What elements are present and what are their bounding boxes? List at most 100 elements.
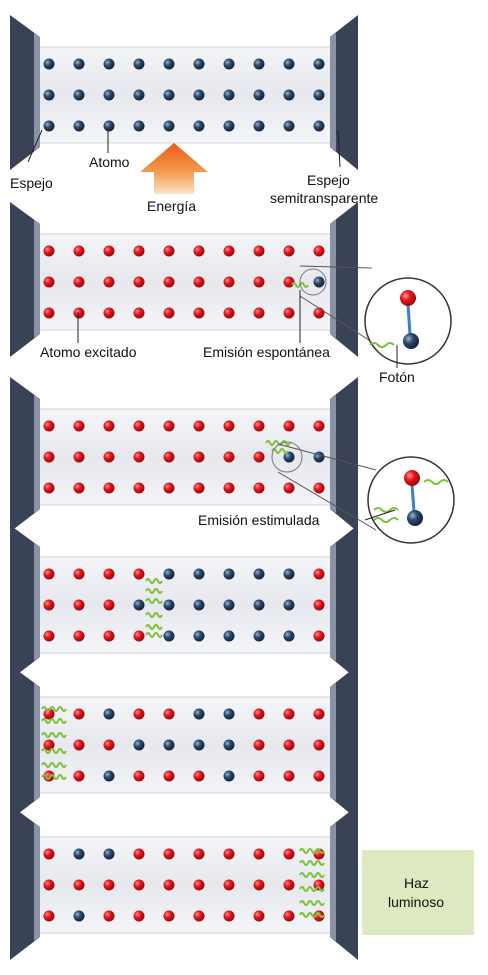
photon-wave (41, 748, 67, 754)
excited-atom (103, 739, 115, 751)
ground-atom (253, 120, 265, 132)
excited-atom (103, 630, 115, 642)
ground-atom (283, 451, 295, 463)
excited-atom (253, 770, 265, 782)
excited-atom (283, 770, 295, 782)
ground-atom (223, 630, 235, 642)
excited-atom (163, 276, 175, 288)
left-mirror-face (34, 220, 40, 338)
excited-atom (193, 307, 205, 319)
ground-atom (163, 120, 175, 132)
ground-atom (313, 276, 325, 288)
excited-atom (73, 630, 85, 642)
excited-atom (103, 276, 115, 288)
label-semi-mirror-line1: Espejo (307, 172, 350, 188)
excited-atom (253, 739, 265, 751)
ground-atom (193, 599, 205, 611)
left-mirror-face (34, 683, 40, 801)
excited-atom (163, 307, 175, 319)
excited-atom (313, 599, 325, 611)
excited-atom (313, 568, 325, 580)
ground-atom (43, 120, 55, 132)
excited-atom (253, 276, 265, 288)
excited-atom (193, 451, 205, 463)
photon-wave (299, 860, 325, 866)
ground-atom (283, 630, 295, 642)
ground-atom (313, 120, 325, 132)
ground-atom (193, 58, 205, 70)
laser-panel-5 (10, 665, 358, 820)
excited-atom (73, 245, 85, 257)
excited-atom (103, 910, 115, 922)
excited-atom (73, 568, 85, 580)
excited-atom (103, 420, 115, 432)
excited-atom (43, 630, 55, 642)
right-mirror-face (330, 543, 336, 661)
photon-wave (145, 598, 163, 604)
excited-atom (133, 770, 145, 782)
excited-atom (283, 276, 295, 288)
ground-atom (163, 89, 175, 101)
excited-atom (73, 770, 85, 782)
excited-atom (133, 910, 145, 922)
right-semitransparent-mirror (330, 377, 358, 532)
ground-atom (193, 568, 205, 580)
photon-wave (299, 886, 325, 892)
laser-panel-1 (10, 15, 358, 170)
excited-atom (223, 276, 235, 288)
label-energy: Energía (147, 198, 196, 214)
excited-atom (253, 420, 265, 432)
ground-atom (43, 89, 55, 101)
spontaneous-emission-inset (299, 265, 452, 365)
photon-wave (299, 900, 325, 906)
excited-atom (43, 739, 55, 751)
excited-atom (73, 708, 85, 720)
excited-atom (193, 848, 205, 860)
ground-atom (103, 89, 115, 101)
excited-atom (193, 879, 205, 891)
right-semitransparent-mirror (330, 805, 358, 960)
excited-atom (283, 879, 295, 891)
ground-atom (253, 568, 265, 580)
label-spontaneous-emission: Emisión espontánea (203, 344, 330, 360)
excited-atom (313, 245, 325, 257)
ground-atom (163, 58, 175, 70)
excited-atom (103, 599, 115, 611)
excited-atom (223, 245, 235, 257)
ground-atom (73, 89, 85, 101)
photon-wave (41, 706, 67, 712)
excited-atom (223, 848, 235, 860)
photon-wave (299, 912, 325, 918)
ground-atom (193, 739, 205, 751)
ground-atom (193, 120, 205, 132)
label-semi-mirror-line2: semitransparente (270, 190, 378, 206)
excited-atom (73, 307, 85, 319)
ground-atom (43, 58, 55, 70)
ground-atom (73, 120, 85, 132)
left-mirror (10, 202, 40, 357)
excited-atom (223, 910, 235, 922)
excited-atom (43, 848, 55, 860)
ground-atom (283, 568, 295, 580)
photon-wave (145, 632, 163, 638)
ground-atom (283, 599, 295, 611)
ground-atom (193, 630, 205, 642)
label-atom: Atomo (89, 154, 130, 170)
left-mirror-face (34, 543, 40, 661)
ground-atom (133, 89, 145, 101)
panels-layer (10, 15, 391, 960)
ground-atom (283, 89, 295, 101)
excited-atom (313, 630, 325, 642)
ground-atom (223, 89, 235, 101)
ground-atom (103, 120, 115, 132)
ground-atom (163, 599, 175, 611)
ground-atom (223, 120, 235, 132)
excited-atom (163, 482, 175, 494)
excited-atom (313, 770, 325, 782)
right-mirror-face (330, 683, 336, 801)
excited-atom (163, 910, 175, 922)
excited-atom (73, 599, 85, 611)
excited-atom (283, 848, 295, 860)
excited-atom (253, 848, 265, 860)
